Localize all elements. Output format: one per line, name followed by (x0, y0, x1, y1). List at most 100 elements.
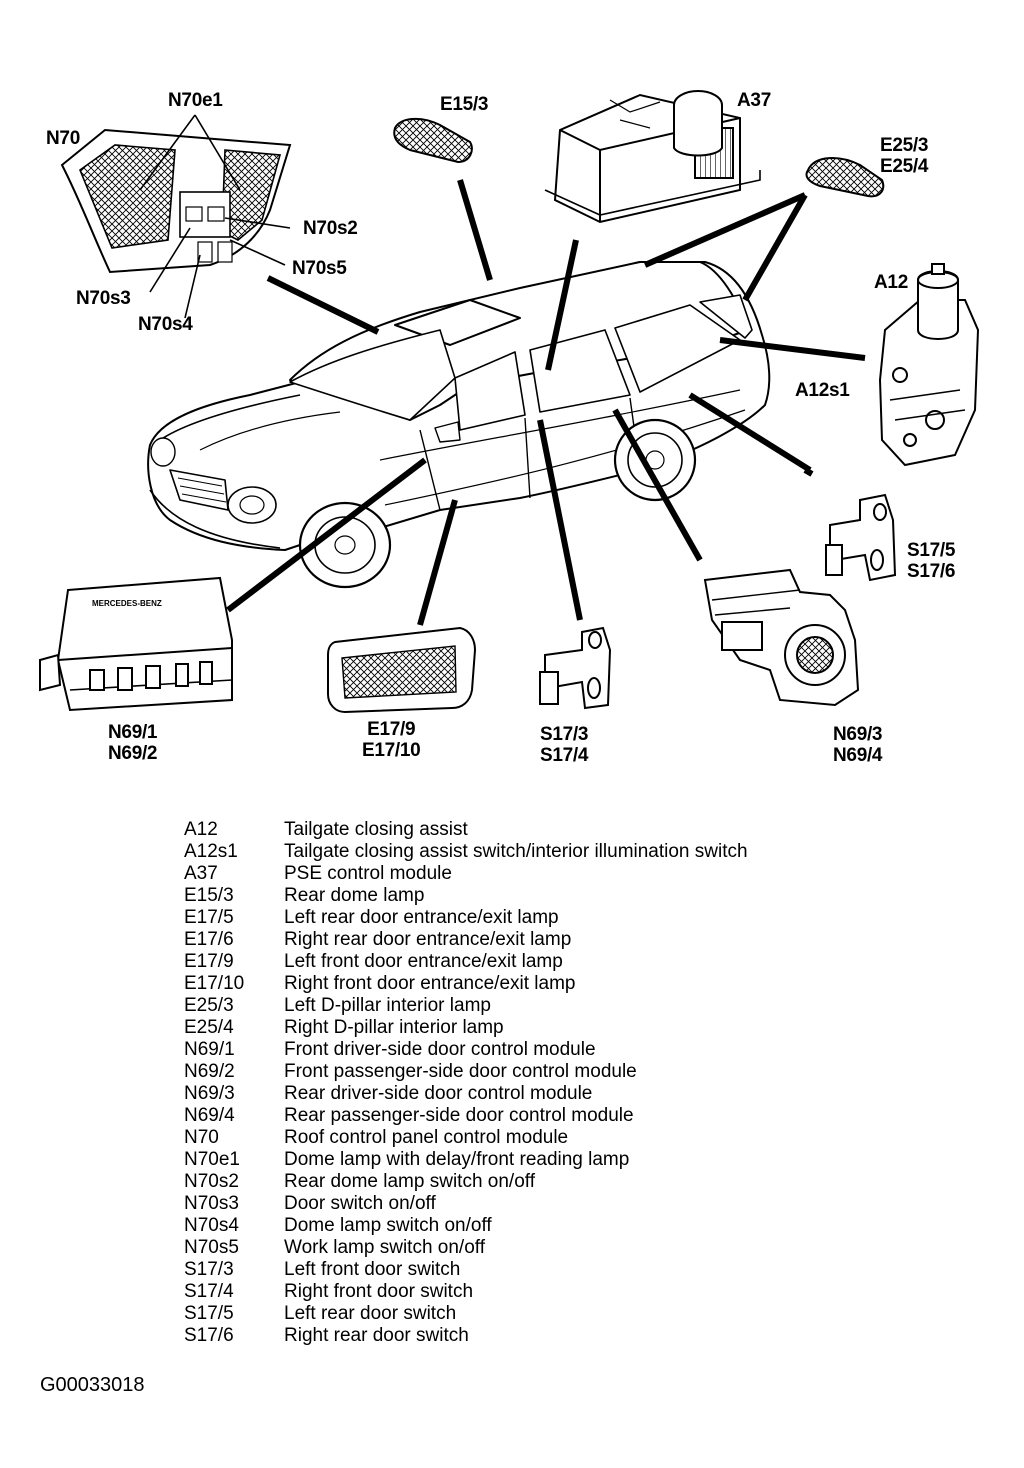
legend-row: E17/5 Left rear door entrance/exit lamp (184, 907, 884, 929)
legend-code: N70s2 (184, 1171, 239, 1192)
legend-row: E17/9 Left front door entrance/exit lamp (184, 951, 884, 973)
component-location-diagram: MERCEDES-BENZ (39, 90, 980, 714)
legend-code: S17/6 (184, 1325, 234, 1346)
legend-code: N69/2 (184, 1061, 235, 1082)
legend-code: N70e1 (184, 1149, 240, 1170)
legend-description: Left rear door entrance/exit lamp (284, 907, 559, 928)
legend-row: N69/2 Front passenger-side door control m… (184, 1061, 884, 1083)
label-n70: N70 (46, 128, 80, 149)
label-a12s1: A12s1 (795, 380, 850, 401)
legend-description: Left D-pillar interior lamp (284, 995, 491, 1016)
legend-row: E17/6 Right rear door entrance/exit lamp (184, 929, 884, 951)
legend-description: Right rear door entrance/exit lamp (284, 929, 572, 950)
label-a37: A37 (737, 90, 771, 111)
legend-code: E17/10 (184, 973, 245, 994)
module-brand-print: MERCEDES-BENZ (92, 599, 162, 608)
legend-code: N70 (184, 1127, 219, 1148)
legend-row: N69/1 Front driver-side door control modu… (184, 1039, 884, 1061)
legend-row: N70s3 Door switch on/off (184, 1193, 884, 1215)
legend-row: N70 Roof control panel control module (184, 1127, 884, 1149)
legend-row: E25/4 Right D-pillar interior lamp (184, 1017, 884, 1039)
legend-code: N70s3 (184, 1193, 239, 1214)
legend-row: S17/3 Left front door switch (184, 1259, 884, 1281)
legend-code: N69/4 (184, 1105, 235, 1126)
legend-description: Right front door entrance/exit lamp (284, 973, 576, 994)
legend-code: E17/5 (184, 907, 234, 928)
legend-description: Rear passenger-side door control module (284, 1105, 634, 1126)
figure-id: G00033018 (40, 1374, 145, 1396)
legend-description: Left front door entrance/exit lamp (284, 951, 563, 972)
legend-row: N70s2 Rear dome lamp switch on/off (184, 1171, 884, 1193)
legend-description: PSE control module (284, 863, 452, 884)
legend-description: Right rear door switch (284, 1325, 469, 1346)
label-n70s4: N70s4 (138, 314, 193, 335)
legend-code: E15/3 (184, 885, 234, 906)
legend-row: A12s1 Tailgate closing assist switch/inte… (184, 841, 884, 863)
legend-code: N70s5 (184, 1237, 239, 1258)
legend-row: A37 PSE control module (184, 863, 884, 885)
label-n70e1: N70e1 (168, 90, 223, 111)
legend-code: A12 (184, 819, 218, 840)
legend-description: Tailgate closing assist (284, 819, 468, 840)
legend-code: A12s1 (184, 841, 238, 862)
label-a12: A12 (874, 272, 908, 293)
legend-code: S17/3 (184, 1259, 234, 1280)
legend-code: S17/4 (184, 1281, 234, 1302)
legend-row: E25/3 Left D-pillar interior lamp (184, 995, 884, 1017)
legend-description: Right front door switch (284, 1281, 474, 1302)
roof-control-panel (60, 114, 292, 319)
legend-row: E15/3 Rear dome lamp (184, 885, 884, 907)
label-e15-3: E15/3 (440, 94, 489, 115)
legend-row: E17/10 Right front door entrance/exit lam… (184, 973, 884, 995)
legend-row: S17/4 Right front door switch (184, 1281, 884, 1303)
rear-door-control-module (703, 568, 860, 707)
door-entrance-lamp (327, 626, 477, 714)
legend-description: Right D-pillar interior lamp (284, 1017, 504, 1038)
rear-dome-lamp (393, 117, 473, 164)
label-n70s5: N70s5 (292, 258, 347, 279)
legend-description: Tailgate closing assist switch/interior … (284, 841, 748, 862)
legend-code: E17/6 (184, 929, 234, 950)
legend-description: Left front door switch (284, 1259, 461, 1280)
legend-code: N69/1 (184, 1039, 235, 1060)
legend-description: Rear dome lamp switch on/off (284, 1171, 535, 1192)
legend-row: S17/5 Left rear door switch (184, 1303, 884, 1325)
legend-code: E25/4 (184, 1017, 234, 1038)
label-n70s3: N70s3 (76, 288, 131, 309)
front-door-control-module: MERCEDES-BENZ (39, 576, 233, 712)
legend-description: Rear dome lamp (284, 885, 425, 906)
legend-row: N70s5 Work lamp switch on/off (184, 1237, 884, 1259)
station-wagon-car (147, 261, 771, 589)
rear-door-switch (825, 493, 897, 582)
legend-row: N69/4 Rear passenger-side door control mo… (184, 1105, 884, 1127)
legend-code: E25/3 (184, 995, 234, 1016)
legend-code: E17/9 (184, 951, 234, 972)
d-pillar-lamp (805, 157, 885, 198)
legend-row: A12 Tailgate closing assist (184, 819, 884, 841)
pointer-lines (226, 179, 866, 626)
legend-description: Dome lamp with delay/front reading lamp (284, 1149, 630, 1170)
legend-code: A37 (184, 863, 218, 884)
label-n70s2: N70s2 (303, 218, 358, 239)
legend-description: Front passenger-side door control module (284, 1061, 637, 1082)
pse-control-module (544, 90, 761, 224)
legend-code: S17/5 (184, 1303, 234, 1324)
legend-row: N70e1 Dome lamp with delay/front reading … (184, 1149, 884, 1171)
legend-description: Door switch on/off (284, 1193, 436, 1214)
legend-row: S17/6 Right rear door switch (184, 1325, 884, 1347)
legend-description: Dome lamp switch on/off (284, 1215, 492, 1236)
legend-description: Roof control panel control module (284, 1127, 569, 1148)
legend-description: Front driver-side door control module (284, 1039, 596, 1060)
legend-description: Work lamp switch on/off (284, 1237, 485, 1258)
tailgate-closing-assist (878, 263, 980, 467)
legend-description: Left rear door switch (284, 1303, 457, 1324)
